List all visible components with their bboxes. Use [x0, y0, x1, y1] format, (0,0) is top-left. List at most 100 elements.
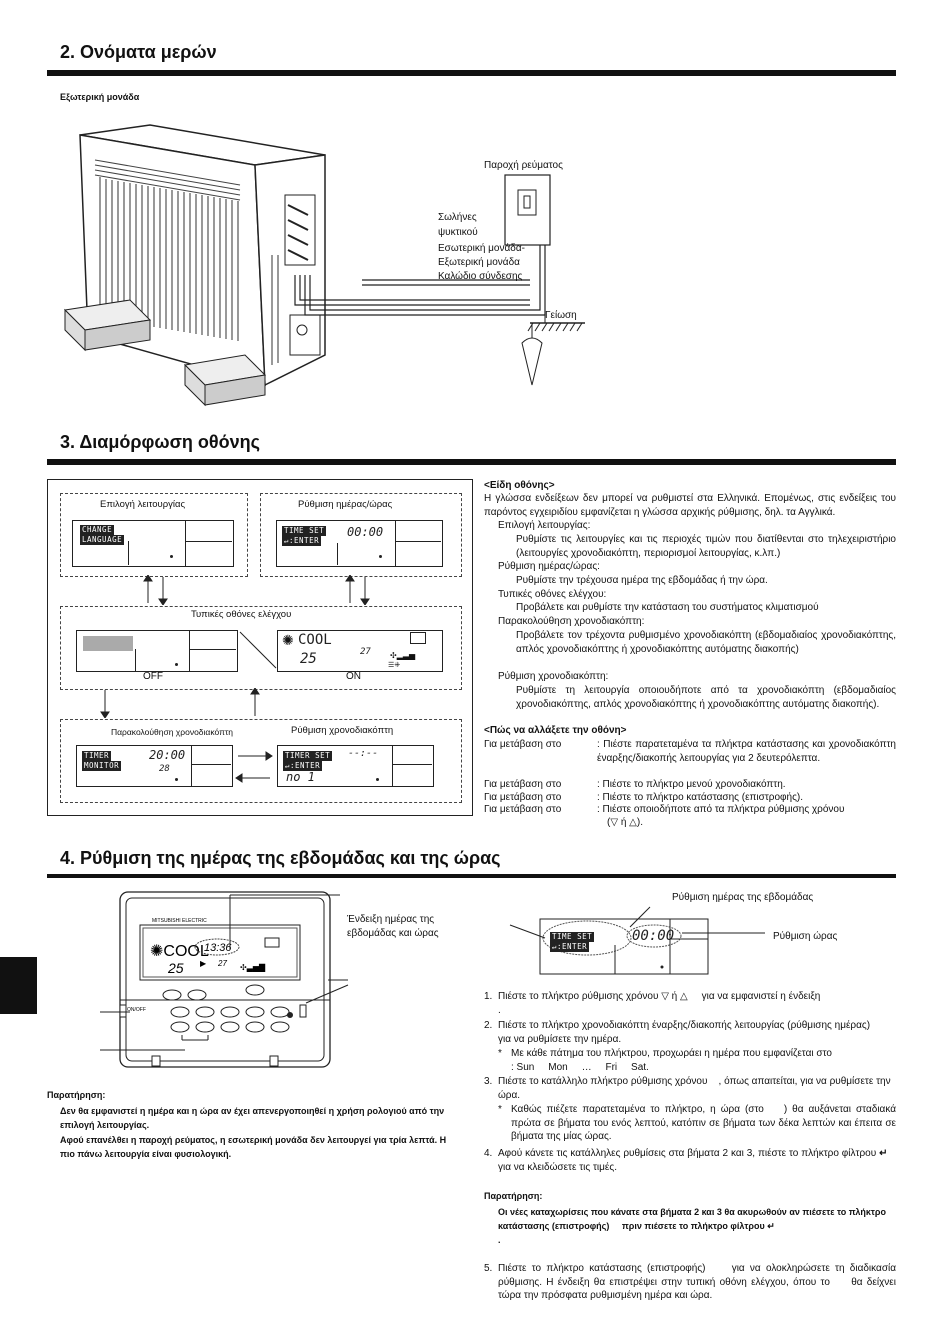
off-lcd — [76, 630, 238, 672]
type-name: Παρακολούθηση χρονοδιακόπτη: — [498, 616, 645, 627]
flow-arrows-top — [143, 575, 370, 605]
down-triangle-icon: ▽ — [661, 991, 669, 1002]
timer-small: 28 — [159, 764, 170, 774]
day-time-label: Ρύθμιση ημέρας/ώρας — [298, 499, 393, 510]
room-temp: 27 — [360, 647, 371, 657]
timer-monitor-label: Παρακολούθηση χρονοδιακόπτη — [111, 727, 234, 737]
svg-text:✣▃▅▇: ✣▃▅▇ — [240, 963, 266, 972]
step-2-note: Με κάθε πάτημα του πλήκτρου, προχωράει η… — [511, 1048, 832, 1073]
time-set-tag: TIME SET — [550, 932, 595, 942]
switch-how: : Πιέστε οποιοδήποτε από τα πλήκτρα ρύθμ… — [597, 804, 845, 815]
up-triangle-icon: △ — [629, 817, 637, 828]
set-temp: 25 — [300, 651, 317, 667]
day-setting-label: Ρύθμιση ημέρας της εβδομάδας — [672, 892, 814, 903]
enter-icon: ↵ — [767, 1221, 775, 1231]
enter-tag: ↵:ENTER — [282, 536, 322, 546]
step-asterisk: * — [498, 1104, 502, 1115]
timer-set-lcd: TIMER SET ↵:ENTER --:-- no 1 — [277, 745, 434, 787]
op-select-group — [60, 493, 248, 577]
svg-text:13:36: 13:36 — [204, 942, 232, 954]
enter-icon: ↵ — [879, 1148, 888, 1159]
language-tag: LANGUAGE — [80, 535, 125, 545]
timer-group — [60, 719, 462, 803]
standard-screens-group — [60, 606, 462, 690]
connection-cable-label-2: Εξωτερική μονάδα — [438, 257, 520, 268]
switch-to: Για μετάβαση στο — [484, 779, 562, 790]
step-number: 4. — [484, 1148, 493, 1159]
types-header: <Είδη οθόνης> — [484, 480, 555, 491]
day-time-group — [260, 493, 462, 577]
note2-text: Οι νέες καταχωρίσεις που κάνατε στα βήμα… — [498, 1207, 886, 1245]
day-time-indicator-label-1: Ένδειξη ημέρας της — [347, 914, 435, 925]
monitor-tag: MONITOR — [82, 761, 122, 771]
time-set-tag: TIME SET — [282, 526, 327, 536]
type-name: Τυπικές οθόνες ελέγχου: — [498, 589, 607, 600]
outdoor-unit-illustration — [63, 124, 585, 407]
section-title: 3. Διαμόρφωση οθόνης — [60, 432, 260, 452]
fan-speed-icon: ✣▂▃▅ — [390, 651, 416, 660]
timer-monitor-lcd: TIMER MONITOR 20:00 28 — [76, 745, 233, 787]
svg-text:✺COOL: ✺COOL — [150, 943, 209, 960]
switch-header: <Πώς να αλλάξετε την οθόνη> — [484, 725, 627, 736]
up-triangle-icon: △ — [680, 991, 688, 1002]
day-time-indicator-label-2: εβδομάδας και ώρας — [347, 928, 439, 939]
enter-tag: ↵:ENTER — [550, 942, 590, 952]
step-4: Αφού κάνετε τις κατάλληλες ρυθμίσεις στα… — [498, 1148, 888, 1173]
time-setting-label: Ρύθμιση ώρας — [773, 931, 838, 942]
switch-to: Για μετάβαση στο — [484, 739, 562, 750]
svg-text:MITSUBISHI ELECTRIC: MITSUBISHI ELECTRIC — [152, 918, 207, 924]
timer-set-tag: TIMER SET — [283, 751, 333, 761]
step-5: Πιέστε το πλήκτρο κατάστασης (επιστροφής… — [498, 1263, 896, 1301]
note-text: Αφού επανέλθει η παροχή ρεύματος, η εσωτ… — [60, 1135, 447, 1159]
time-display: 00:00 — [632, 928, 675, 944]
step-3-note: Καθώς πιέζετε παρατεταμένα το πλήκτρο, η… — [511, 1104, 896, 1142]
svg-text:27: 27 — [217, 959, 227, 968]
type-name: Επιλογή λειτουργίας: — [498, 520, 591, 531]
types-intro: Η γλώσσα ενδείξεων δεν μπορεί να ρυθμιστ… — [484, 493, 896, 518]
refrigerant-pipes-label-1: Σωλήνες — [438, 212, 477, 223]
switch-to: Για μετάβαση στο — [484, 792, 562, 803]
section-rule — [47, 459, 896, 465]
connection-cable-label-1: Εσωτερική μονάδα- — [438, 243, 525, 254]
type-desc: Προβάλετε τον τρέχοντα ρυθμισμένο χρονοδ… — [516, 630, 896, 655]
power-supply-label: Παροχή ρεύματος — [484, 160, 563, 171]
type-desc: Ρυθμίστε την τρέχουσα ημέρα της εβδομάδα… — [516, 575, 768, 586]
ground-label: Γείωση — [545, 310, 577, 321]
louver-icon: ☰⁜ — [388, 662, 401, 669]
time-set-screen-illustration — [509, 906, 765, 975]
type-desc: Προβάλετε και ρυθμίστε την κατάσταση του… — [516, 602, 819, 613]
flow-arrows-timer — [235, 751, 273, 783]
type-name: Ρύθμιση χρονοδιακόπτη: — [498, 671, 609, 682]
step-asterisk: * — [498, 1048, 502, 1059]
connection-cable-label-3: Καλώδιο σύνδεσης — [438, 271, 523, 282]
type-name: Ρύθμιση ημέρας/ώρας: — [498, 561, 600, 572]
switch-how: : Πιέστε το πλήκτρο μενού χρονοδιακόπτη. — [597, 779, 786, 790]
switch-how: : Πιέστε το πλήκτρο κατάστασης (επιστροφ… — [597, 792, 804, 803]
timer-number: no 1 — [286, 770, 315, 784]
step-3: Πιέστε το κατάλληλο πλήκτρο ρύθμισης χρό… — [498, 1076, 891, 1101]
screen-flow-diagram: Επιλογή λειτουργίας CHANGE LANGUAGE Ρύθμ… — [47, 479, 473, 816]
standard-screens-label: Τυπικές οθόνες ελέγχου — [191, 609, 292, 620]
down-triangle-icon: ▽ — [610, 817, 619, 828]
section-title: 4. Ρύθμιση της ημέρας της εβδομάδας και … — [60, 848, 501, 868]
switch-last: (▽ ή △). — [607, 817, 643, 828]
flow-arrows-mid — [100, 688, 260, 718]
day-time-lcd: TIME SET ↵:ENTER 00:00 — [276, 520, 443, 567]
off-label: OFF — [143, 671, 163, 682]
timer-tag: TIMER — [82, 751, 112, 761]
step-number: 3. — [484, 1076, 493, 1087]
type-desc: Ρυθμίστε τη λειτουργία οποιουδήποτε από … — [516, 685, 896, 710]
svg-text:25: 25 — [167, 960, 184, 976]
time-display: 00:00 — [347, 525, 384, 539]
timer-enter-tag: ↵:ENTER — [283, 761, 323, 771]
on-label: ON — [346, 671, 361, 682]
remote-controller-illustration: MITSUBISHI ELECTRIC ✺COOL 25 13:36 27 ▶ … — [100, 891, 349, 1068]
timer-dashes: --:-- — [348, 748, 379, 759]
step-1: Πιέστε το πλήκτρο ρύθμισης χρόνου ▽ ή △ … — [498, 991, 821, 1016]
fan-sun-icon: ✺ — [282, 633, 294, 649]
op-select-lcd: CHANGE LANGUAGE — [72, 520, 234, 567]
step-number: 5. — [484, 1263, 493, 1274]
note2-label: Παρατήρηση: — [484, 1191, 543, 1201]
switch-how: : Πιέστε παρατεταμένα τα πλήκτρα κατάστα… — [597, 739, 896, 764]
svg-text:▶: ▶ — [200, 959, 207, 968]
